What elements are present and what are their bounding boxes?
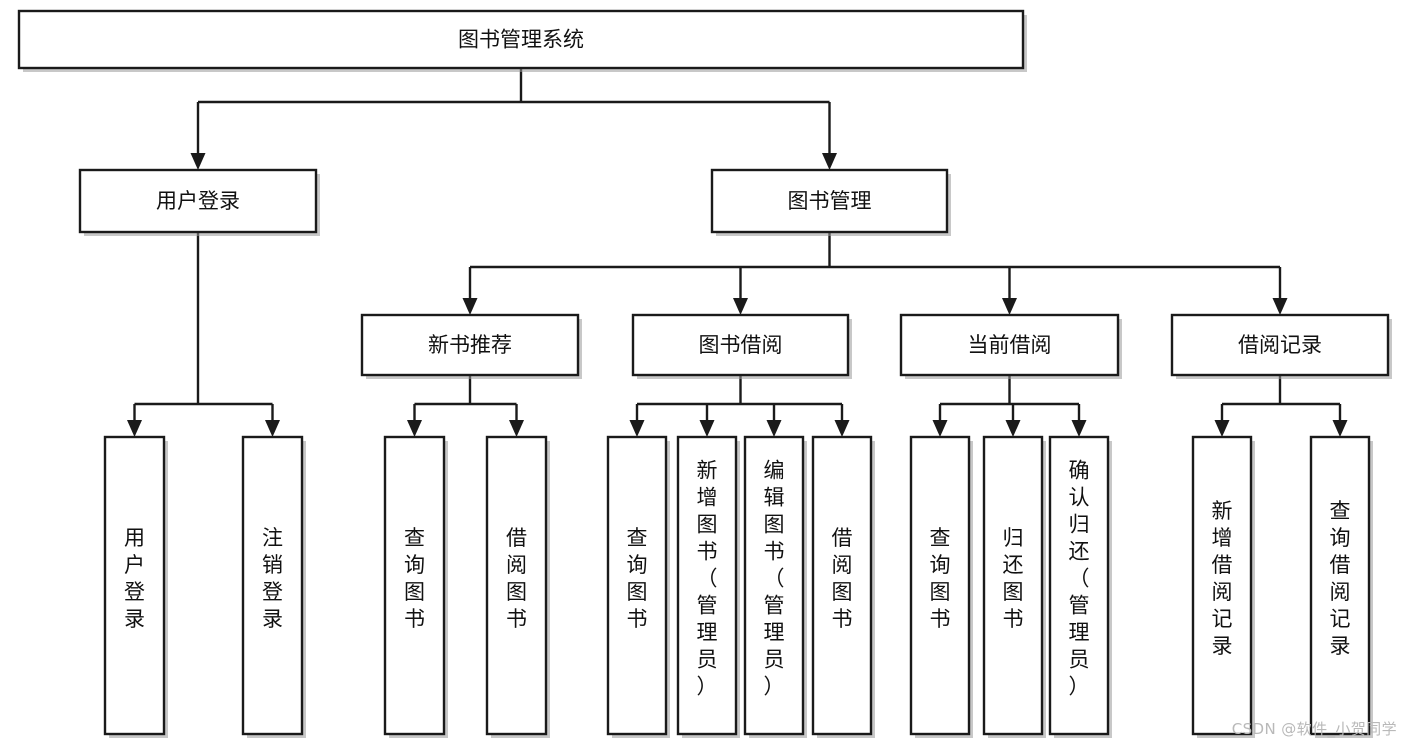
node-root[interactable]: 图书管理系统 (17, 9, 1027, 72)
node-new-book-recommend[interactable]: 新书推荐 (360, 313, 582, 379)
arrow-head-icon (1214, 420, 1230, 437)
node-box[interactable] (743, 435, 805, 736)
node-leaf-query-book-current[interactable]: 查询图书 (909, 435, 973, 738)
node-label: 图书管理 (788, 189, 872, 213)
node-layer: 图书管理系统用户登录图书管理新书推荐图书借阅当前借阅借阅记录用户登录注销登录查询… (17, 9, 1392, 738)
node-label: 借阅记录 (1238, 333, 1322, 357)
node-box[interactable] (78, 168, 318, 234)
node-box[interactable] (676, 435, 738, 736)
node-label: 用户登录 (156, 189, 240, 213)
node-label: 新增图书（管理员） (697, 459, 718, 699)
node-box[interactable] (710, 168, 949, 234)
node-label: 借阅图书 (506, 526, 527, 631)
node-box[interactable] (909, 435, 971, 736)
node-label: 新书推荐 (428, 333, 512, 357)
node-label: 编辑图书（管理员） (764, 459, 785, 699)
arrow-head-icon (190, 153, 206, 170)
arrow-head-icon (1002, 298, 1017, 315)
arrow-head-icon (462, 298, 478, 315)
node-label: 查询借阅记录 (1330, 499, 1351, 658)
node-label: 注销登录 (262, 526, 283, 631)
node-label: 借阅图书 (832, 526, 853, 631)
node-label: 确认归还（管理员） (1069, 459, 1090, 699)
csdn-watermark: CSDN @软件_小贺同学 (1231, 720, 1397, 738)
node-box[interactable] (606, 435, 668, 736)
connector-group-book-management (462, 232, 1288, 315)
node-book-borrow[interactable]: 图书借阅 (631, 313, 852, 379)
arrow-head-icon (1005, 420, 1021, 437)
arrow-head-icon (629, 420, 645, 437)
arrow-head-icon (733, 298, 748, 315)
node-leaf-edit-book-admin[interactable]: 编辑图书（管理员） (743, 435, 807, 738)
node-label: 图书管理系统 (458, 28, 584, 52)
node-leaf-query-book-recommend[interactable]: 查询图书 (383, 435, 448, 738)
arrow-head-icon (265, 420, 280, 437)
node-box[interactable] (1309, 435, 1371, 736)
arrow-head-icon (932, 420, 948, 437)
node-box[interactable] (360, 313, 580, 377)
node-label: 归还图书 (1003, 526, 1024, 631)
arrow-head-icon (127, 420, 142, 437)
connector-group-borrow-record (1214, 375, 1348, 437)
node-box[interactable] (1191, 435, 1253, 736)
arrow-head-icon (407, 420, 422, 437)
node-leaf-borrow-book-recommend[interactable]: 借阅图书 (485, 435, 550, 738)
node-box[interactable] (17, 9, 1025, 70)
node-box[interactable] (241, 435, 304, 736)
node-box[interactable] (899, 313, 1120, 377)
arrow-head-icon (509, 420, 524, 437)
connector-group-user-login (127, 232, 280, 437)
connector-layer (127, 68, 1348, 437)
node-book-management[interactable]: 图书管理 (710, 168, 951, 236)
node-box[interactable] (485, 435, 548, 736)
connector-group-book-borrow (629, 375, 850, 437)
connector-group-new-book-recommend (407, 375, 524, 437)
arrow-head-icon (766, 420, 782, 437)
node-label: 查询图书 (930, 526, 951, 631)
arrow-head-icon (1272, 298, 1288, 315)
node-box[interactable] (1170, 313, 1390, 377)
node-borrow-record[interactable]: 借阅记录 (1170, 313, 1392, 379)
arrow-head-icon (1332, 420, 1348, 437)
node-label: 查询图书 (627, 526, 648, 631)
node-leaf-confirm-return-admin[interactable]: 确认归还（管理员） (1048, 435, 1112, 738)
arrow-head-icon (699, 420, 715, 437)
node-box[interactable] (103, 435, 166, 736)
node-user-login[interactable]: 用户登录 (78, 168, 320, 236)
arrow-head-icon (1071, 420, 1087, 437)
node-box[interactable] (1048, 435, 1110, 736)
node-box[interactable] (982, 435, 1044, 736)
node-leaf-add-book-admin[interactable]: 新增图书（管理员） (676, 435, 740, 738)
node-label: 用户登录 (124, 526, 145, 631)
node-box[interactable] (383, 435, 446, 736)
node-current-borrow[interactable]: 当前借阅 (899, 313, 1122, 379)
node-box[interactable] (811, 435, 873, 736)
node-leaf-add-borrow-record[interactable]: 新增借阅记录 (1191, 435, 1255, 738)
node-leaf-query-borrow-record[interactable]: 查询借阅记录 (1309, 435, 1373, 738)
node-leaf-logout[interactable]: 注销登录 (241, 435, 306, 738)
node-leaf-user-login[interactable]: 用户登录 (103, 435, 168, 738)
node-box[interactable] (631, 313, 850, 377)
node-label: 新增借阅记录 (1212, 499, 1233, 658)
arrow-head-icon (822, 153, 837, 170)
node-label: 查询图书 (404, 526, 425, 631)
node-leaf-return-book[interactable]: 归还图书 (982, 435, 1046, 738)
node-leaf-query-book-borrow[interactable]: 查询图书 (606, 435, 670, 738)
connector-group-current-borrow (932, 375, 1087, 437)
node-label: 图书借阅 (699, 333, 783, 357)
node-leaf-borrow-book[interactable]: 借阅图书 (811, 435, 875, 738)
connector-group-root (190, 68, 837, 170)
arrow-head-icon (834, 420, 850, 437)
node-label: 当前借阅 (968, 333, 1052, 357)
